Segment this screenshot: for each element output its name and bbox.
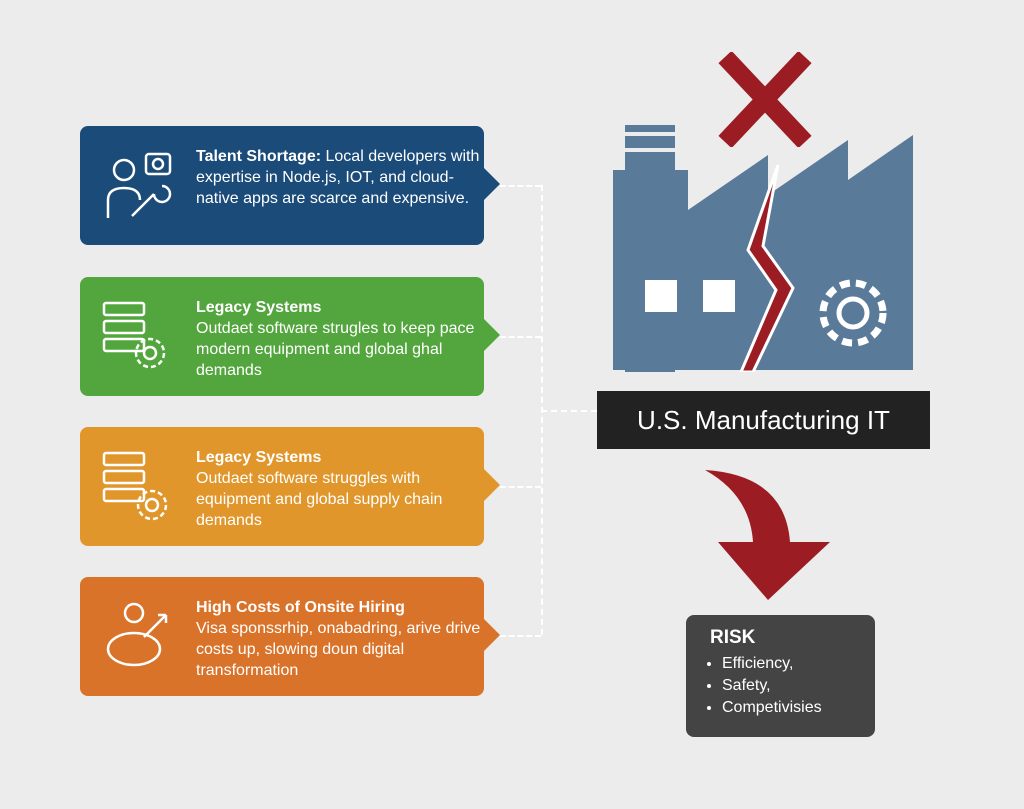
developer-wrench-icon [106,152,172,218]
risk-item: Safety, [722,675,822,697]
risk-item: Competivisies [722,697,822,719]
card-pointer [484,168,500,200]
server-gear-icon [102,451,168,521]
card-body: Outdaet software struggles with equipmen… [196,470,443,529]
connector-line [500,185,541,187]
factory-icon [613,125,913,372]
risk-title: RISK [710,627,756,648]
risk-item: Efficiency, [722,653,822,675]
center-label: U.S. Manufacturing IT [597,391,930,449]
card-title: Legacy Systems [196,299,322,316]
piggy-bank-icon [106,602,168,667]
card-title: High Costs of Onsite Hiring [196,599,405,616]
server-gear-icon [102,301,166,369]
card-body: Local developers with expertise in Node.… [196,148,480,207]
card-pointer [484,319,500,351]
card-body: Visa sponssrhip, onabadring, arive drive… [196,620,481,679]
card-talent-shortage: Talent Shortage: Local developers with e… [80,126,500,245]
connector-line [500,635,541,637]
card-title: Talent Shortage: [196,148,322,165]
red-x-icon [718,52,812,147]
risk-box: RISK Efficiency, Safety, Competivisies [686,615,875,737]
card-title: Legacy Systems [196,449,322,466]
card-body: Outdaet software strugles to keep pace m… [196,320,475,379]
card-pointer [484,469,500,501]
card-pointer [484,619,500,651]
down-arrow-icon [705,470,830,600]
connector-line [500,336,541,338]
connector-line [541,410,597,412]
connector-line [500,486,541,488]
